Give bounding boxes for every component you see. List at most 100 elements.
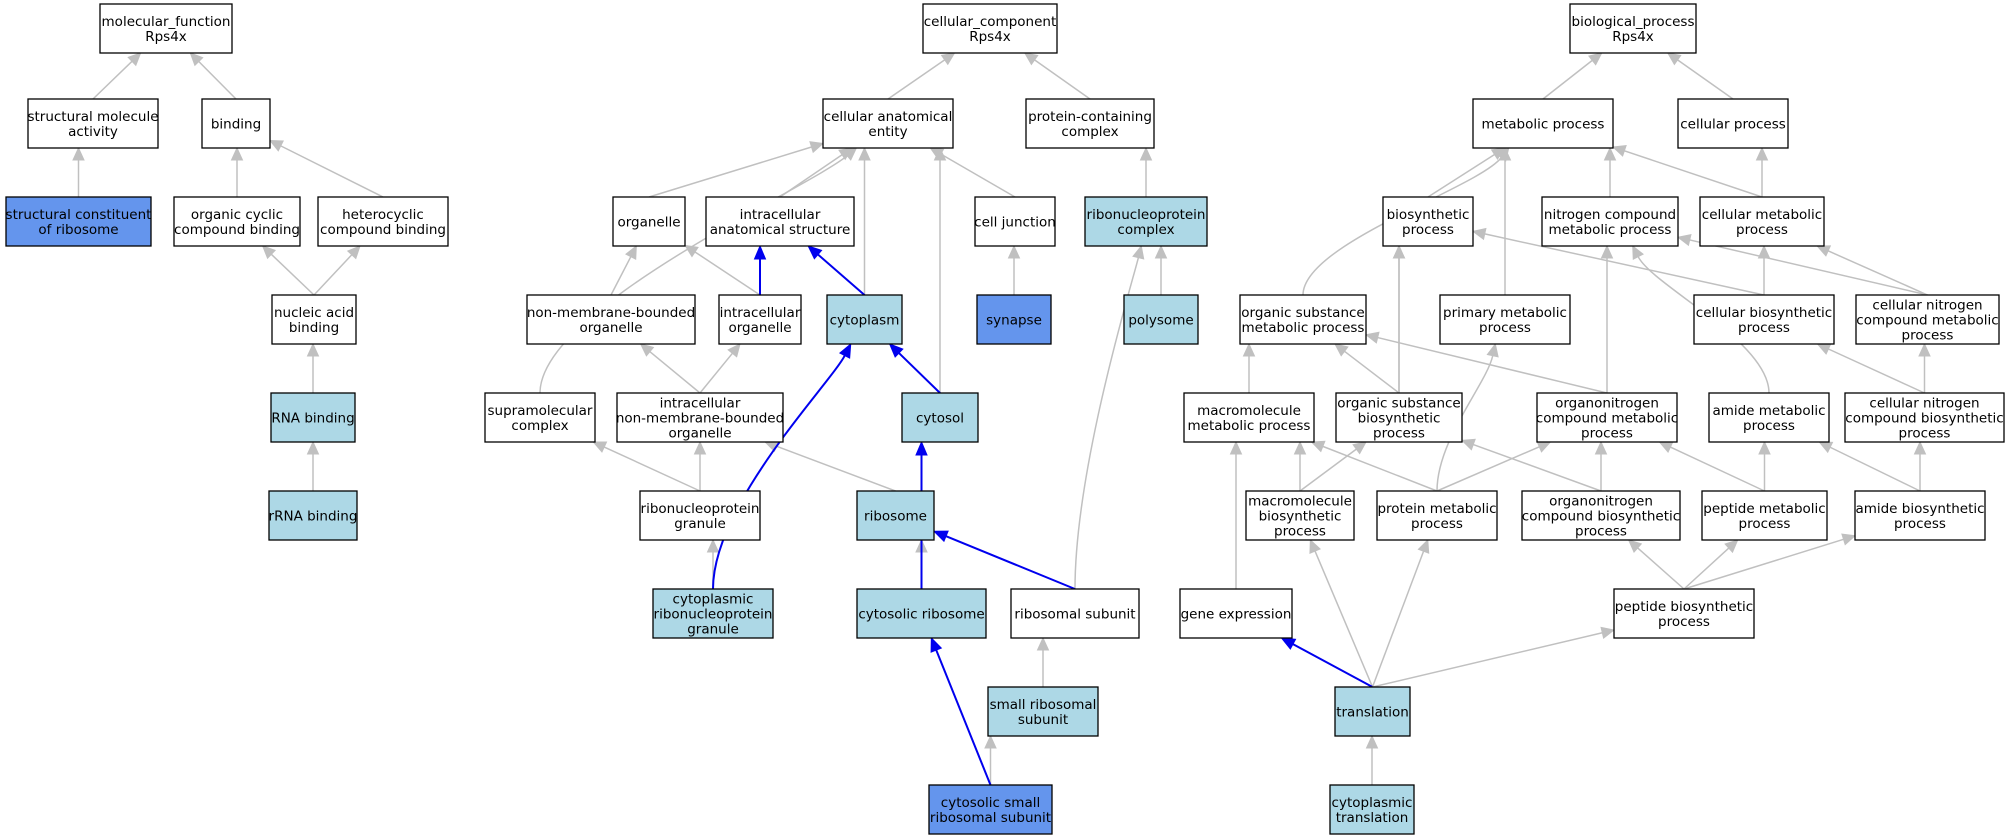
- arrowhead-inmbo-to-nmbo: [639, 343, 655, 357]
- edge-cncmp-to-ncmp: [1689, 239, 1928, 296]
- arrowhead-cellular_proc-to-bp_root: [1666, 52, 1682, 66]
- node-box: [1536, 392, 1678, 443]
- edge-pep_bp-to-oncbp: [1637, 547, 1685, 590]
- node-cyto_ribosome[interactable]: cytosolic ribosome: [856, 588, 987, 639]
- node-rrna_binding[interactable]: rRNA binding: [268, 490, 358, 541]
- node-cell_junction[interactable]: cell junction: [974, 196, 1056, 247]
- node-box: [822, 98, 954, 149]
- node-label-line: cellular process: [1680, 117, 1786, 133]
- node-polysome[interactable]: polysome: [1123, 294, 1199, 345]
- node-box: [1701, 490, 1828, 541]
- node-inmbo[interactable]: intracellularnon-membrane-boundedorganel…: [616, 392, 784, 443]
- edge-cytosol-to-cytoplasm: [898, 352, 941, 394]
- node-label-line: process: [1739, 516, 1791, 532]
- node-rib_subunit[interactable]: ribosomal subunit: [1010, 588, 1140, 639]
- arrowhead-cytoplasm-to-cae: [858, 146, 871, 161]
- node-organelle[interactable]: organelle: [612, 196, 686, 247]
- node-cytosol[interactable]: cytosol: [901, 392, 979, 443]
- node-label-line: Rps4x: [969, 29, 1011, 45]
- node-metabolic[interactable]: metabolic process: [1472, 98, 1614, 149]
- node-rna_binding[interactable]: RNA binding: [270, 392, 356, 443]
- arrowhead-cyto_translation-to-translation: [1365, 734, 1379, 749]
- node-binding[interactable]: binding: [201, 98, 271, 149]
- node-label-line: cellular biosynthetic: [1696, 305, 1832, 321]
- node-ribosome[interactable]: ribosome: [856, 490, 935, 541]
- node-box: [976, 294, 1052, 345]
- arrowhead-cncmp-to-cmp: [1816, 245, 1832, 257]
- edge-translation-to-gene_expr: [1292, 643, 1373, 688]
- arrowhead-ncmp-to-metabolic: [1603, 146, 1617, 161]
- node-box: [1376, 490, 1498, 541]
- node-label-line: cytosolic small: [941, 795, 1040, 811]
- node-synapse[interactable]: synapse: [976, 294, 1052, 345]
- edge-cell_junction-to-cae: [940, 153, 1016, 198]
- edge-heterocyclic-to-binding: [280, 145, 384, 198]
- edge-cytoplasm-to-ias: [817, 253, 866, 296]
- node-box: [987, 686, 1099, 737]
- node-label-line: compound biosynthetic: [1522, 509, 1680, 525]
- node-label-line: organelle: [728, 320, 791, 336]
- arrowhead-io-to-ias: [753, 244, 767, 260]
- node-gene_expr[interactable]: gene expression: [1179, 588, 1293, 639]
- node-translation[interactable]: translation: [1334, 686, 1411, 737]
- node-box: [1334, 686, 1411, 737]
- node-cellular_proc[interactable]: cellular process: [1677, 98, 1789, 149]
- node-label-line: RNA binding: [271, 411, 354, 427]
- edge-cncmp-to-cmp: [1827, 250, 1928, 296]
- arrowhead-mbp-to-osbp: [1352, 441, 1367, 455]
- node-cytoplasm[interactable]: cytoplasm: [826, 294, 903, 345]
- arrowhead-synapse-to-cell_junction: [1007, 244, 1021, 259]
- node-label-line: process: [1479, 320, 1531, 336]
- node-box: [1382, 196, 1474, 247]
- edge-supramol-to-cae: [539, 155, 848, 394]
- edge-pep_bp-to-pep_mp: [1683, 547, 1730, 590]
- edge-cyto_rnp_granule-to-cytoplasm: [712, 355, 846, 590]
- node-box: [856, 490, 935, 541]
- node-label-line: Rps4x: [1612, 29, 1654, 45]
- arrowhead-cbp-to-cmp: [1757, 244, 1771, 259]
- edge-translation-to-protein_mp: [1371, 550, 1425, 688]
- node-label-line: organonitrogen: [1549, 494, 1653, 510]
- node-box: [928, 784, 1053, 835]
- arrowhead-protein_mp-to-pmp: [1486, 342, 1499, 358]
- arrowhead-mmp-to-osmp: [1242, 342, 1256, 357]
